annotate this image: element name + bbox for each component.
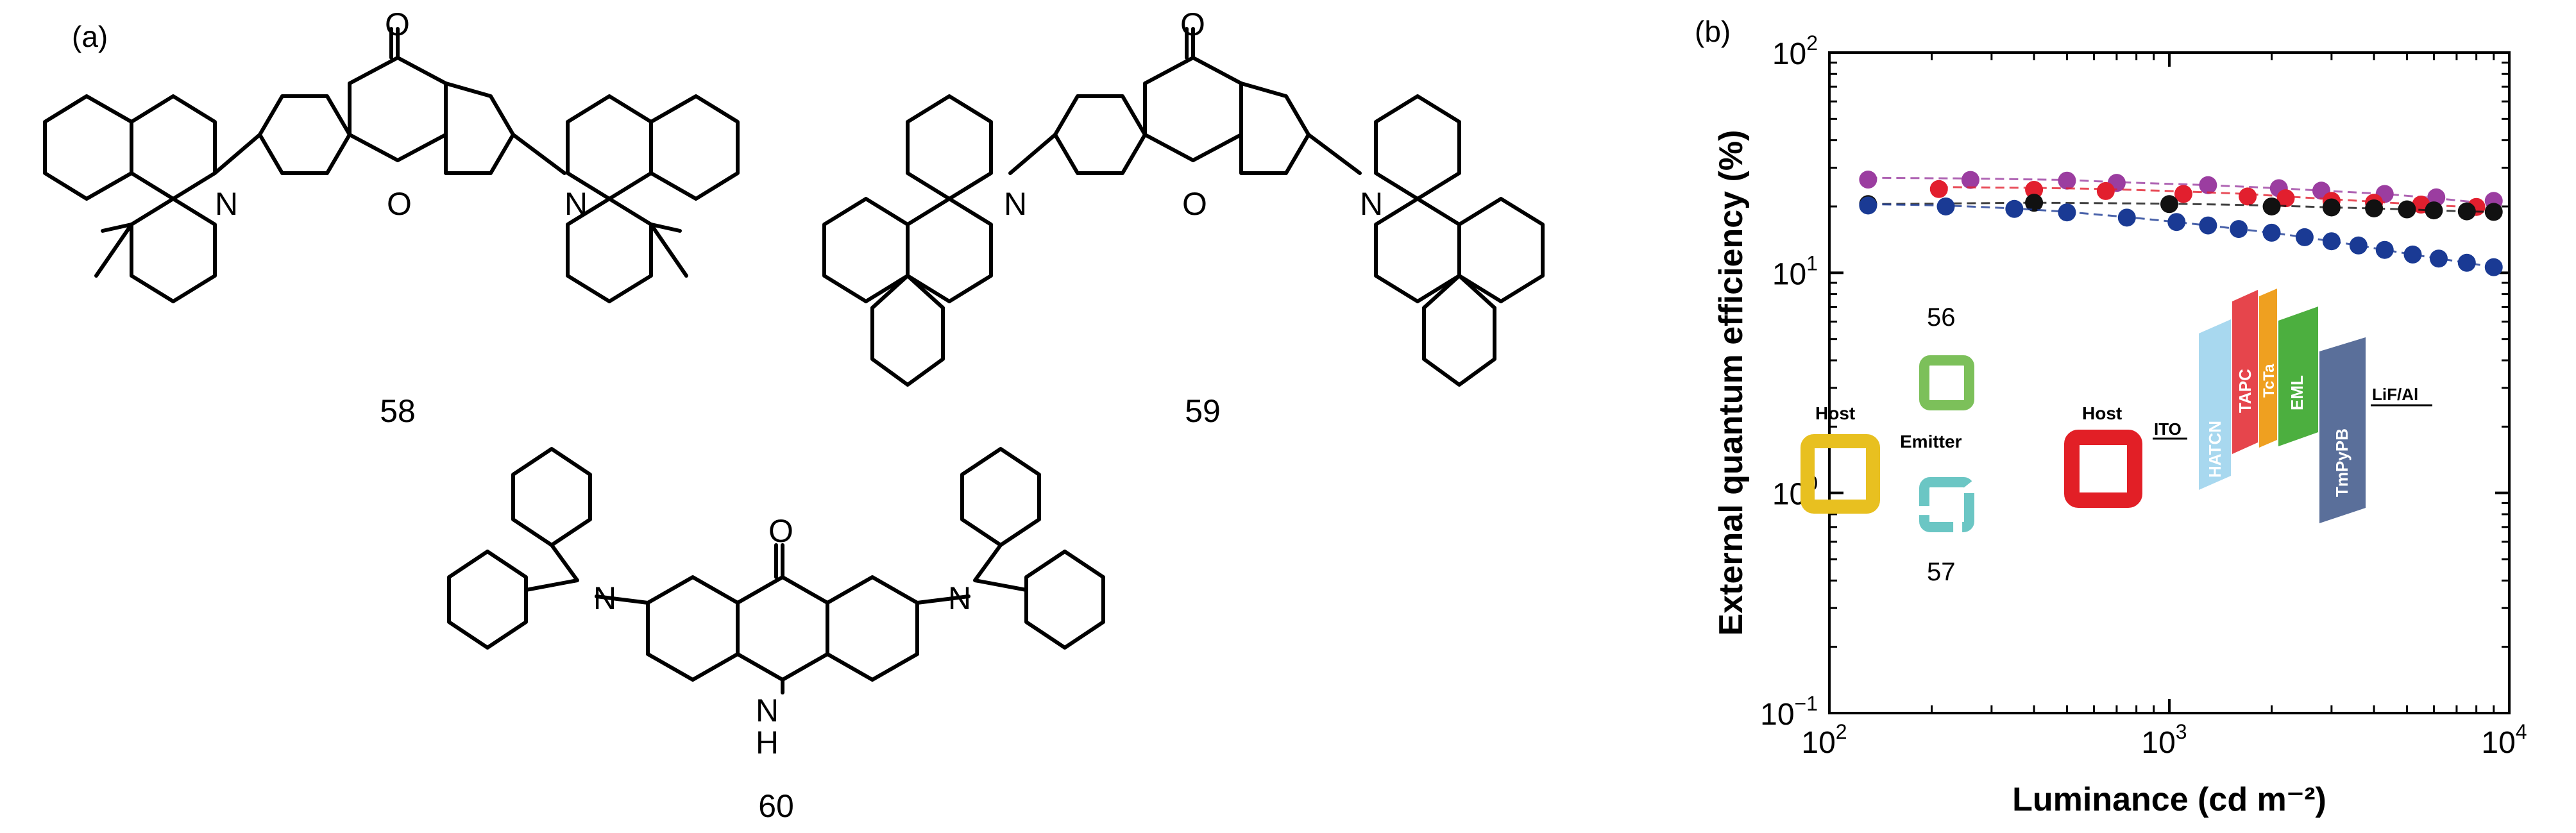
y-tick-label: 102 bbox=[1772, 31, 1818, 71]
compound-label-60: 60 bbox=[758, 788, 794, 824]
emitter-57-emission-image bbox=[1919, 477, 1974, 532]
x-tick-label: 103 bbox=[2141, 720, 2187, 760]
panel-a-structures: (a) O O N bbox=[43, 6, 1545, 824]
compound-label-59: 59 bbox=[1185, 393, 1221, 429]
atom-o-59-ring: O bbox=[1182, 186, 1207, 222]
inset-emitter-57-id: 57 bbox=[1927, 558, 1956, 586]
data-point-series-1 bbox=[2174, 185, 2192, 203]
atom-o-58-ring: O bbox=[387, 186, 412, 222]
atom-o-58-carbonyl: O bbox=[385, 6, 410, 42]
atom-n-60-left: N bbox=[593, 580, 616, 616]
data-point-series-1 bbox=[2096, 181, 2115, 200]
data-point-series-3 bbox=[2375, 240, 2394, 259]
data-point-series-2 bbox=[2262, 197, 2281, 215]
data-point-series-3 bbox=[2230, 220, 2248, 239]
data-point-series-3 bbox=[2349, 236, 2368, 255]
atom-n-60-right: N bbox=[948, 580, 971, 616]
atom-n-58-right: N bbox=[564, 186, 588, 222]
data-point-series-3 bbox=[2117, 208, 2136, 227]
panel-a-label: (a) bbox=[72, 20, 108, 53]
host-right-emission-image bbox=[2064, 430, 2142, 508]
compound-label-58: 58 bbox=[380, 393, 416, 429]
atom-o-59-carbonyl: O bbox=[1180, 6, 1205, 42]
layer-eml bbox=[2278, 307, 2318, 446]
inset-emitter-56-id: 56 bbox=[1927, 303, 1956, 332]
x-tick-label: 102 bbox=[1801, 720, 1847, 760]
data-point-series-3 bbox=[2295, 228, 2314, 246]
y-tick-label: 10−1 bbox=[1760, 692, 1818, 732]
data-point-series-3 bbox=[1936, 197, 1955, 215]
data-point-series-2 bbox=[2160, 195, 2178, 214]
data-point-series-0 bbox=[2058, 171, 2076, 190]
data-point-series-2 bbox=[2365, 199, 2384, 217]
series-fit-line-2 bbox=[1868, 201, 2494, 213]
structures-drawing: O O N N O O N N bbox=[43, 6, 1545, 761]
series-fit-line-1 bbox=[1938, 186, 2477, 208]
data-point-series-1 bbox=[2239, 187, 2257, 206]
data-point-series-3 bbox=[2005, 199, 2024, 218]
layer-tcta bbox=[2259, 289, 2277, 448]
data-point-series-3 bbox=[2429, 249, 2448, 268]
data-point-series-1 bbox=[1929, 180, 1948, 198]
data-point-series-3 bbox=[1859, 196, 1877, 215]
layer-eml-label: EML bbox=[2287, 375, 2307, 410]
atom-n-60-center: N bbox=[756, 693, 779, 728]
layer-hatcn-label: HATCN bbox=[2205, 421, 2224, 478]
layer-tmpypb bbox=[2319, 337, 2366, 523]
data-point-series-3 bbox=[2403, 245, 2422, 264]
inset-host-left-label: Host bbox=[1815, 403, 1855, 423]
compound-59-structure: O O N N bbox=[822, 6, 1545, 387]
data-point-series-1 bbox=[2276, 189, 2295, 208]
inset-device: Host 56 Emitter 57 Host ITO HATCN TAPC T… bbox=[1801, 289, 2432, 586]
layer-lifal-label: LiF/Al bbox=[2372, 385, 2418, 404]
layer-tcta-label: TcTa bbox=[2260, 364, 2278, 398]
atom-n-59-right: N bbox=[1360, 186, 1383, 222]
data-point-series-2 bbox=[2484, 203, 2503, 221]
atom-n-59-left: N bbox=[1004, 186, 1027, 222]
panel-b-label: (b) bbox=[1695, 15, 1731, 48]
data-point-series-1 bbox=[2025, 181, 2044, 199]
layer-hatcn bbox=[2199, 319, 2231, 490]
inset-emitter-label: Emitter bbox=[1900, 432, 1962, 451]
plot-frame bbox=[1828, 51, 2511, 714]
x-tick-label: 104 bbox=[2481, 720, 2527, 760]
data-point-series-3 bbox=[2262, 223, 2281, 242]
y-axis-label: External quantum efficiency (%) bbox=[1713, 130, 1750, 636]
atom-n-58-left: N bbox=[215, 186, 238, 222]
chart-series bbox=[1859, 171, 2503, 276]
data-point-series-0 bbox=[1961, 171, 1979, 189]
data-point-series-2 bbox=[2425, 201, 2443, 220]
x-axis-label: Luminance (cd m⁻²) bbox=[2012, 781, 2326, 818]
layer-tapc bbox=[2232, 290, 2258, 454]
host-left-emission-image bbox=[1801, 434, 1880, 514]
data-point-series-2 bbox=[2025, 194, 2044, 212]
y-tick-label: 101 bbox=[1772, 251, 1818, 291]
data-point-series-3 bbox=[2322, 232, 2341, 251]
layer-ito-label: ITO bbox=[2154, 419, 2182, 439]
compound-58-structure: O O N N bbox=[43, 6, 740, 303]
emitter-56-emission-image bbox=[1919, 355, 1974, 410]
atom-h-60: H bbox=[756, 725, 779, 761]
data-point-series-3 bbox=[2199, 216, 2217, 235]
data-point-series-0 bbox=[2199, 176, 2217, 194]
layer-tapc-label: TAPC bbox=[2235, 369, 2255, 413]
data-point-series-3 bbox=[2058, 203, 2076, 222]
inset-host-right-label: Host bbox=[2082, 403, 2122, 423]
compound-60-structure: O N N N H bbox=[447, 447, 1105, 761]
data-point-series-2 bbox=[2398, 200, 2416, 219]
data-point-series-2 bbox=[2322, 198, 2341, 217]
layer-tmpypb-label: TmPyPB bbox=[2332, 428, 2351, 497]
data-point-series-2 bbox=[2457, 202, 2476, 221]
atom-o-60-carbonyl: O bbox=[768, 513, 793, 549]
data-point-series-3 bbox=[2167, 213, 2186, 231]
series-fit-line-0 bbox=[1868, 176, 2494, 205]
data-point-series-3 bbox=[2484, 258, 2503, 276]
data-point-series-3 bbox=[2457, 253, 2476, 272]
data-point-series-0 bbox=[1859, 171, 1877, 189]
